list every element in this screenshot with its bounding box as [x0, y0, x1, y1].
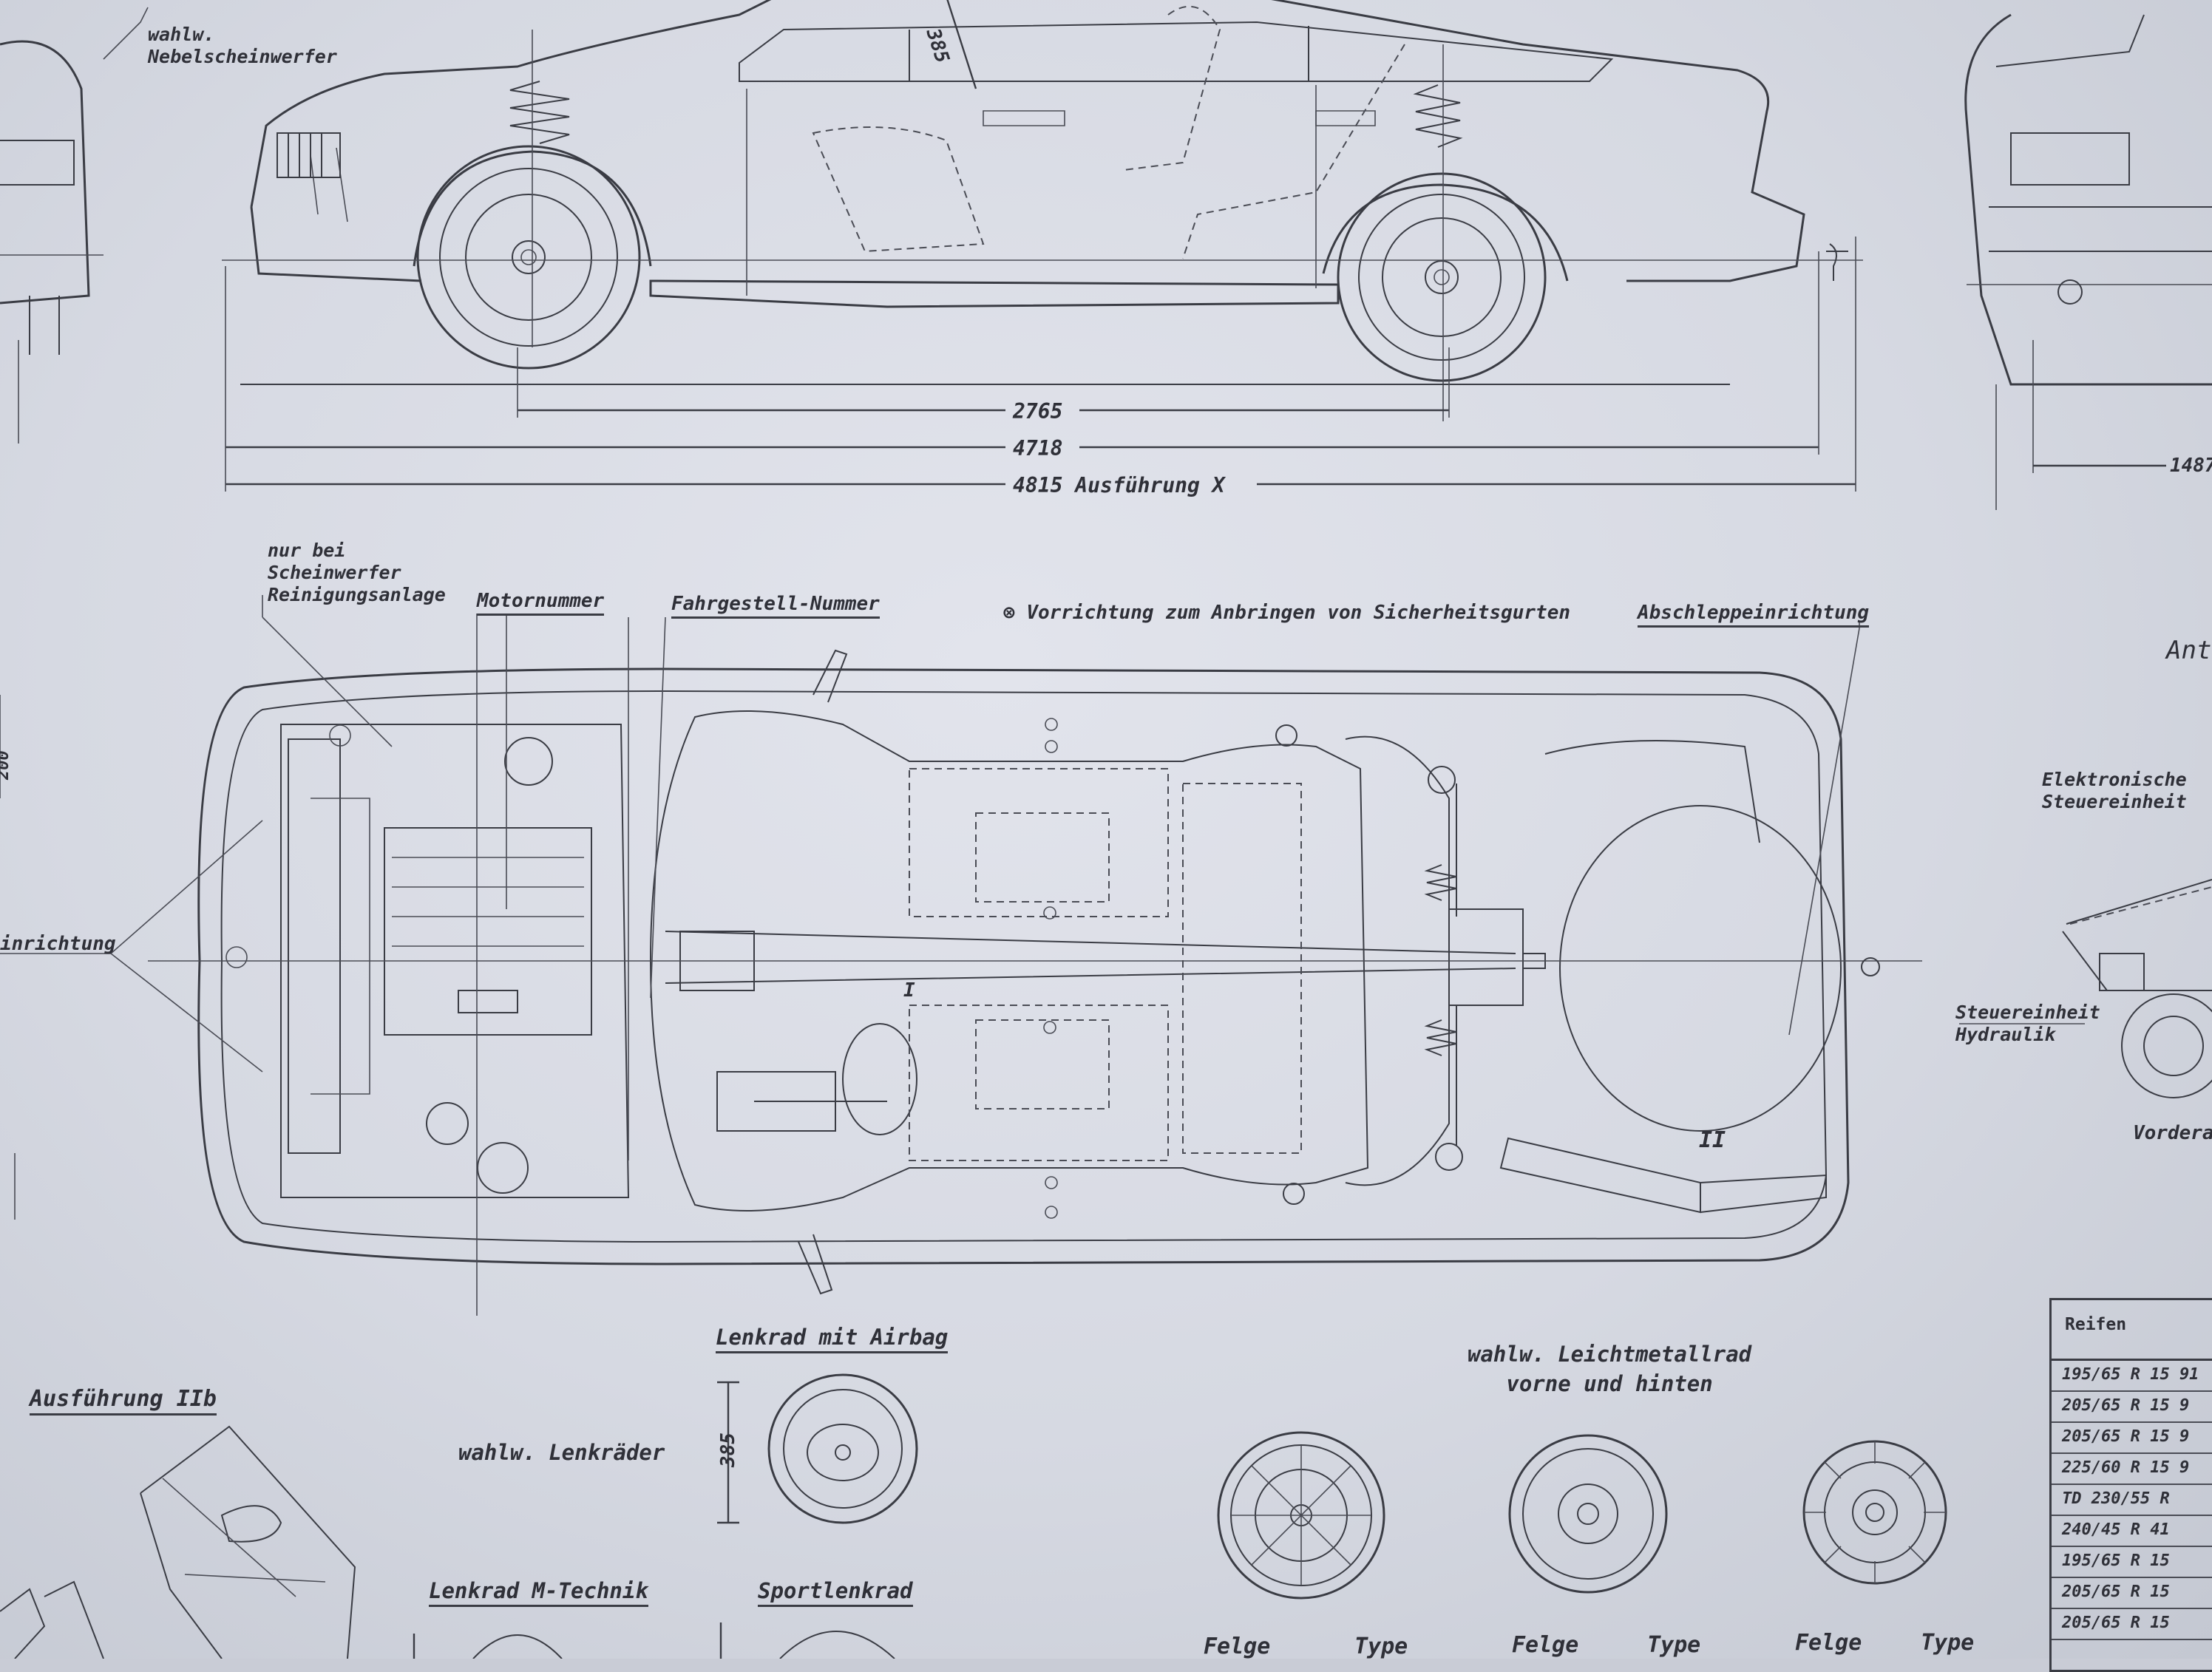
dim-left: 200	[0, 750, 13, 780]
alloy-wheel-label: wahlw. Leichtmetallrad vorne und hinten	[1468, 1342, 1752, 1396]
seatbelt-text: Vorrichtung zum Anbringen von Sicherheit…	[1026, 602, 1571, 624]
wheel-2-felge: Felge	[1512, 1632, 1579, 1658]
dim-wheel-385: 385	[717, 1433, 739, 1467]
dim-rear-width: 1487	[2170, 455, 2212, 477]
ant-partial-label: Ant	[2166, 636, 2212, 665]
dim-wheelbase: 2765	[1013, 399, 1063, 424]
tire-row: 195/65 R 15 91	[2052, 1361, 2212, 1392]
rear-view-partial	[1964, 13, 2212, 510]
leader-lines	[0, 595, 1860, 1316]
airbag-steering-wheel-drawing	[717, 1373, 918, 1524]
alloy-wheel-1	[1217, 1431, 1385, 1600]
tire-row: 205/65 R 15 9	[2052, 1423, 2212, 1454]
dim-length-x: 4815 Ausführung X	[1013, 473, 1225, 497]
alloy-wheel-3	[1802, 1440, 1947, 1585]
seatbelt-mount-markers	[1043, 718, 1058, 1219]
tire-row: 240/45 R 41	[2052, 1516, 2212, 1547]
brake-hydraulic-partial	[1959, 879, 2212, 1098]
variant-iib-label: Ausführung IIb	[30, 1386, 217, 1416]
headlight-wash-label: nur bei Scheinwerfer Reinigungsanlage	[268, 540, 446, 605]
steering-wheels-lower	[413, 1622, 895, 1659]
tire-row: 195/65 R 15	[2052, 1547, 2212, 1578]
optional-steering-label: wahlw. Lenkräder	[458, 1440, 665, 1465]
alloy-wheel-2	[1508, 1434, 1668, 1594]
towing-left-label: inrichtung	[0, 933, 116, 955]
seatbelt-label: ⊗ Vorrichtung zum Anbringen von Sicherhe…	[1003, 602, 1570, 624]
fog-light-label: wahlw. Nebelscheinwerfer	[148, 24, 337, 67]
tire-row: 205/65 R 15	[2052, 1578, 2212, 1609]
top-view-car	[148, 649, 1922, 1295]
tire-row: TD 230/55 R	[2052, 1485, 2212, 1516]
console-variant-iib	[0, 1425, 356, 1659]
front-partial-label: Vordera	[2133, 1122, 2212, 1144]
tire-table: Reifen 195/65 R 15 91 205/65 R 15 9 205/…	[2049, 1298, 2212, 1672]
airbag-steering-label: Lenkrad mit Airbag	[716, 1325, 949, 1353]
tire-row: 225/60 R 15 9	[2052, 1454, 2212, 1485]
wheel-3-type: Type	[1921, 1630, 1975, 1656]
engine-number-label: Motornummer	[477, 590, 605, 616]
dim-length: 4718	[1013, 436, 1063, 461]
seatbelt-symbol: ⊗	[1003, 602, 1015, 624]
front-view-partial	[0, 7, 149, 444]
tire-table-header: Reifen	[2052, 1300, 2212, 1361]
wheel-2-type: Type	[1647, 1632, 1701, 1658]
wheel-3-felge: Felge	[1795, 1630, 1862, 1656]
chassis-number-label: Fahrgestell-Nummer	[671, 593, 880, 619]
marker-I: I	[903, 979, 915, 1002]
ecu-label: Elektronische Steuereinheit	[2042, 769, 2187, 812]
marker-II: II	[1699, 1127, 1726, 1153]
tire-row: 205/65 R 15 9	[2052, 1392, 2212, 1423]
wheel-1-felge: Felge	[1204, 1634, 1271, 1659]
hydraulic-ecu-label: Steuereinheit Hydraulik	[1955, 1002, 2100, 1045]
tire-row: 205/65 R 15	[2052, 1609, 2212, 1640]
sport-steering-label: Sportlenkrad	[758, 1578, 913, 1607]
side-dimension-lines	[225, 0, 1856, 492]
wheel-1-type: Type	[1354, 1634, 1408, 1659]
towing-label: Abschleppeinrichtung	[1638, 602, 1870, 628]
m-technik-label: Lenkrad M-Technik	[429, 1578, 648, 1607]
side-view-car	[222, 0, 1863, 421]
